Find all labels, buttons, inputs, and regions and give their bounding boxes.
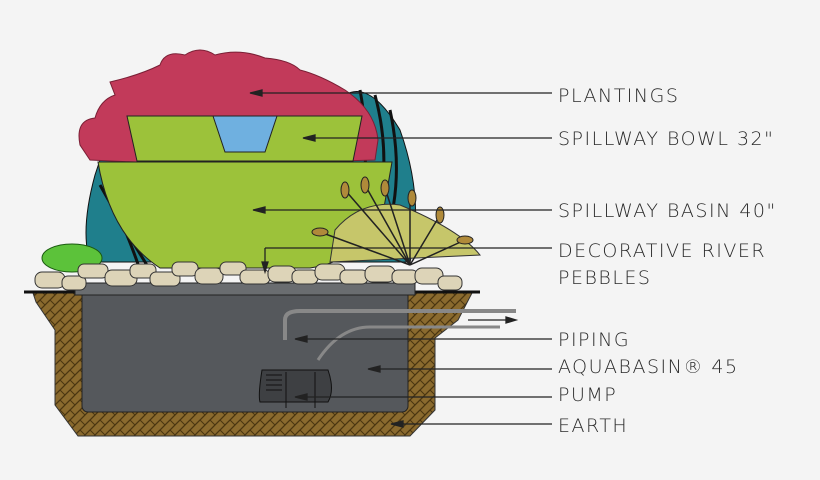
- river-pebbles: [34, 261, 463, 291]
- label-spillway-bowl: SPILLWAY BOWL 32": [558, 128, 775, 150]
- label-pump: PUMP: [558, 384, 618, 406]
- bowl-water: [212, 115, 278, 153]
- aquabasin: [81, 289, 409, 413]
- label-earth: EARTH: [558, 415, 629, 437]
- label-piping: PIPING: [558, 329, 631, 351]
- pipe-lower: [316, 325, 500, 361]
- pipe-upper: [283, 309, 516, 340]
- label-pebbles-line1: DECORATIVE RIVER: [558, 240, 767, 262]
- label-plantings: PLANTINGS: [558, 85, 680, 107]
- label-spillway-basin: SPILLWAY BASIN 40": [558, 200, 777, 222]
- label-aquabasin: AQUABASIN® 45: [558, 356, 739, 378]
- label-pebbles-line2: PEBBLES: [558, 267, 652, 289]
- leader-lines: [249, 89, 552, 428]
- pump: [258, 369, 332, 408]
